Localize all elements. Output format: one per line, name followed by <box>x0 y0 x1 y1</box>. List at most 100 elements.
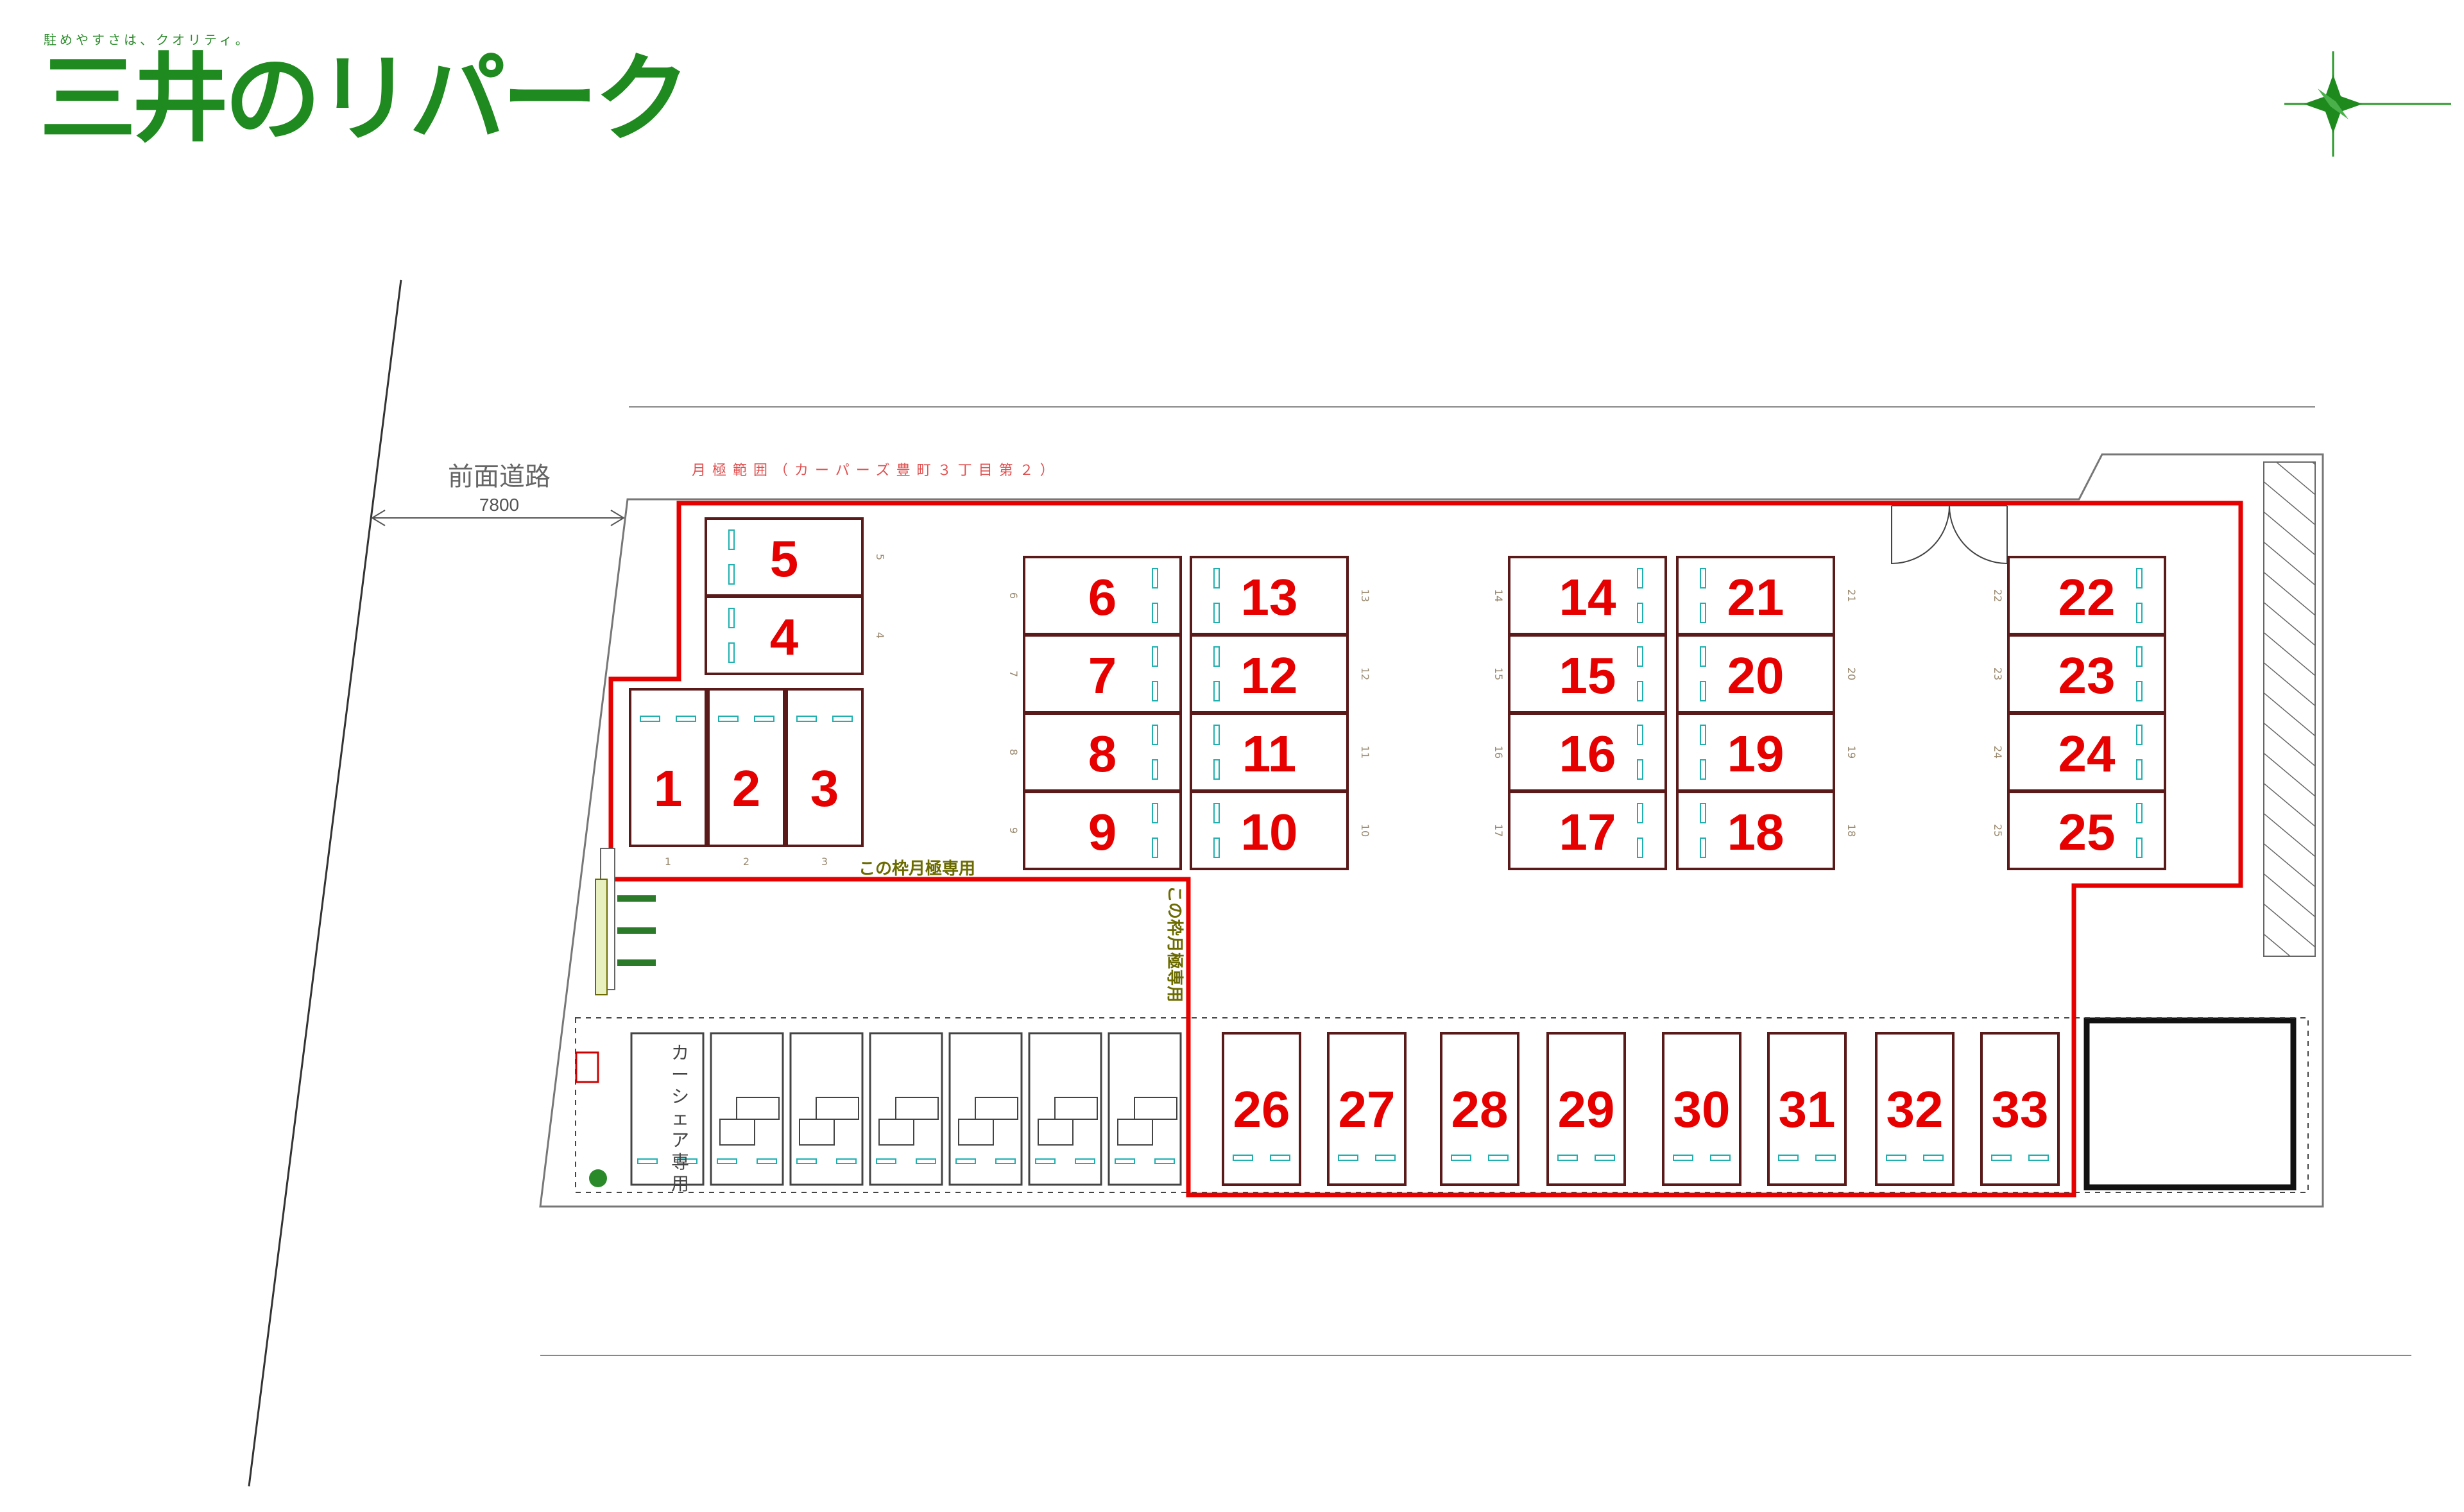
space-number: 16 <box>1559 725 1616 782</box>
parking-space-3: 33 <box>785 688 864 868</box>
parking-space-outline <box>1508 634 1667 714</box>
parking-space-outline <box>2007 556 2166 635</box>
wheel-stop-marker <box>1673 1155 1693 1161</box>
parking-space-outline <box>705 517 864 597</box>
parking-space-outline <box>1327 1032 1407 1186</box>
wheel-stop-marker <box>1213 681 1220 701</box>
space-number: 10 <box>1241 803 1298 861</box>
parking-space-7: 77 <box>1007 634 1182 714</box>
space-number: 15 <box>1559 647 1616 704</box>
wheel-stop-marker <box>2136 838 2143 858</box>
compass-icon <box>2284 51 2451 157</box>
space-tick-label: 16 <box>1493 746 1505 759</box>
space-number: 18 <box>1727 803 1784 861</box>
space-tick-label: 10 <box>1359 824 1371 837</box>
parking-space-outline <box>1190 634 1349 714</box>
monthly-only-note: この枠月極専用 <box>859 859 975 879</box>
lock-plate <box>958 1119 994 1146</box>
parking-space-10: 10 10 <box>1190 791 1371 870</box>
parking-space-outline <box>1676 556 1835 635</box>
wheel-stop-marker <box>1923 1155 1944 1161</box>
wheel-stop-marker <box>1213 838 1220 858</box>
lock-plate <box>1134 1097 1177 1120</box>
parking-space-31: 31 <box>1767 1032 1847 1186</box>
monthly-only-note-vertical: この枠月極専用 <box>1165 886 1184 1002</box>
wheel-stop-marker <box>1700 681 1706 701</box>
space-tick-label: 18 <box>1845 824 1858 837</box>
wheel-stop-marker <box>995 1158 1016 1164</box>
parking-space-6: 66 <box>1007 556 1182 635</box>
site-outline <box>539 453 2324 1208</box>
space-tick-label: 8 <box>1007 749 1020 755</box>
wheel-stop-marker <box>1778 1155 1799 1161</box>
space-tick-label: 15 <box>1493 667 1505 680</box>
space-tick-label: 11 <box>1359 746 1371 759</box>
wheel-stop-marker <box>2136 568 2143 588</box>
space-tick-label: 6 <box>1007 592 1020 599</box>
carshare-label: カーシェア専用 <box>671 1042 689 1194</box>
wheel-stop-marker <box>916 1158 936 1164</box>
wheel-stop-marker <box>1233 1155 1253 1161</box>
wheel-stop-marker <box>1213 603 1220 623</box>
wheel-stop-marker <box>1338 1155 1358 1161</box>
space-tick-label: 22 <box>1992 589 2004 602</box>
wheel-stop-marker <box>1700 568 1706 588</box>
wheel-stop-marker <box>1886 1155 1906 1161</box>
wheel-stop-marker <box>1152 838 1158 858</box>
wheel-stop-marker <box>1152 603 1158 623</box>
space-tick-label: 17 <box>1493 824 1505 837</box>
parking-space-outline <box>629 688 707 847</box>
brand-tagline: 駐めやすさは、クオリティ。 <box>44 32 252 47</box>
wheel-stop-marker <box>1700 725 1706 745</box>
wheel-stop-marker <box>728 529 735 550</box>
lock-plate <box>1038 1119 1074 1146</box>
space-number: 25 <box>2058 803 2116 861</box>
space-tick-label: 13 <box>1359 589 1371 602</box>
monthly-range-outline <box>608 501 2243 1198</box>
wheel-stop-marker <box>2028 1155 2049 1161</box>
parking-space-outline <box>2007 634 2166 714</box>
space-number: 6 <box>1088 569 1117 626</box>
lock-plate <box>1117 1119 1153 1146</box>
parking-space-27: 27 <box>1327 1032 1407 1186</box>
wheel-stop-marker <box>1213 568 1220 588</box>
space-number: 3 <box>810 760 839 817</box>
hatched-area <box>2263 461 2316 957</box>
wheel-stop-marker <box>955 1158 976 1164</box>
wheel-stop-marker <box>1637 603 1643 623</box>
space-tick-label: 21 <box>1845 589 1858 602</box>
space-number: 26 <box>1233 1081 1290 1138</box>
parking-space-outline <box>1980 1032 2060 1186</box>
parking-space-9: 99 <box>1007 791 1182 870</box>
parking-space-outline <box>1222 1032 1301 1186</box>
wheel-stop-marker <box>836 1158 857 1164</box>
road-label: 前面道路 <box>448 462 551 492</box>
wheel-stop-marker <box>640 716 660 722</box>
carshare-stall <box>948 1032 1023 1186</box>
wheel-stop-marker <box>1451 1155 1471 1161</box>
wheel-stop-marker <box>1991 1155 2012 1161</box>
wheel-stop-marker <box>1270 1155 1290 1161</box>
lock-plate <box>878 1119 914 1146</box>
space-number: 12 <box>1241 647 1298 704</box>
space-number: 4 <box>770 608 799 666</box>
wheel-stop-marker <box>832 716 853 722</box>
wheel-stop-marker <box>2136 681 2143 701</box>
space-tick-label: 2 <box>743 855 749 868</box>
space-number: 7 <box>1088 647 1117 704</box>
wheel-stop-marker <box>2136 725 2143 745</box>
space-tick-label: 1 <box>665 855 671 868</box>
parking-space-outline <box>1440 1032 1519 1186</box>
parking-space-outline <box>785 688 864 847</box>
carshare-stall <box>630 1032 705 1186</box>
